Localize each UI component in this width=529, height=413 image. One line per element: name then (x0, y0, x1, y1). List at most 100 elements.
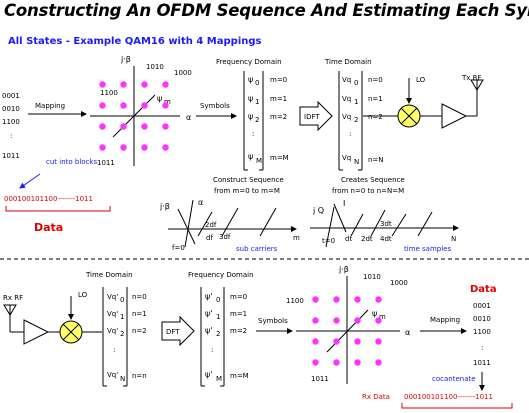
rx-symbols-label: Symbols (258, 317, 288, 325)
constellation-point (162, 102, 169, 109)
rx-data-label: Data (470, 284, 497, 295)
diagram-label: 1100 (286, 297, 304, 305)
diagram-label: Vq (342, 154, 351, 162)
diagram-label: 1100 (473, 328, 491, 336)
tx-const-psi-sub: m (164, 98, 171, 106)
diagram-label: : (349, 130, 351, 138)
tx-time-index: n=0 n=1 n=2 n=N (368, 76, 384, 164)
constellation-point (141, 123, 148, 130)
diagram-label: m=M (270, 154, 289, 162)
rx-freq-bracket-right (220, 287, 225, 387)
diagram-label: m=2 (230, 327, 247, 335)
subcarrier-axis: j·β α f=0 df 2df 3df m sub carriers (159, 198, 300, 253)
tx-bitstream-bracket (5, 206, 111, 212)
diagram-label: m (293, 234, 300, 242)
rx-time-bracket-right (123, 287, 128, 387)
tx-freq-index: m=0 m=1 m=2 m=M (270, 76, 289, 162)
diagram-label: n=1 (132, 310, 147, 318)
construct-caption-1: Construct Sequence (213, 176, 284, 184)
tx-const-label-1010: 1010 (146, 63, 164, 71)
diagram-line (333, 203, 347, 233)
diagram-label: 1011 (311, 375, 329, 383)
diagram-label: ψ (248, 112, 253, 121)
diagram-label: M (216, 375, 222, 383)
dft-block (161, 315, 195, 347)
tx-const-psi: ψ (157, 94, 162, 103)
constellation-point (375, 296, 382, 303)
diagram-label: n=0 (132, 293, 147, 301)
diagram-label: 1000 (390, 279, 408, 287)
rx-freq-bracket-left (200, 287, 205, 387)
constellation-point (333, 317, 340, 324)
diagram-label: ψ' (205, 326, 212, 335)
diagram-line (350, 213, 364, 237)
diagram-label: 4dt (380, 235, 392, 243)
diagram-label: m=0 (230, 293, 247, 301)
diagram-label: j·β (338, 265, 349, 274)
diagram-label: m=1 (230, 310, 247, 318)
diagram-label: α (198, 198, 203, 207)
tx-bit-ellipsis: : (10, 132, 12, 140)
diagram-label: Vq (342, 76, 351, 84)
diagram-title: Constructing An OFDM Sequence And Estima… (4, 1, 529, 20)
diagram-label: 2df (205, 221, 217, 229)
tx-cut-label: cut into blocks (46, 158, 97, 166)
diagram-label: m=M (230, 372, 249, 380)
diagram-label: ψ (248, 94, 253, 103)
rx-time-title: Time Domain (85, 271, 133, 279)
constellation-point (312, 359, 319, 366)
diagram-label: m=2 (270, 113, 287, 121)
constellation-point (375, 359, 382, 366)
diagram-label: : (481, 344, 483, 352)
tx-const-label-1000: 1000 (174, 69, 192, 77)
diagram-label: 0 (216, 296, 220, 304)
diagram-label: n=N (368, 156, 384, 164)
constellation-point (312, 338, 319, 345)
diagram-label: Vq' (107, 371, 118, 379)
diagram-label: N (451, 235, 456, 243)
rx-freq-title: Frequency Domain (188, 271, 254, 279)
constellation-point (354, 317, 361, 324)
constellation-point (375, 338, 382, 345)
rx-constellation: j·β α ψ m 1010 1000 1100 1011 (286, 265, 410, 384)
diagram-label: 1010 (363, 273, 381, 281)
diagram-label: m=1 (270, 95, 287, 103)
diagram-label: n=2 (132, 327, 147, 335)
rx-freq-entries: ψ' 0 ψ' 1 ψ' 2 : ψ' M (205, 292, 222, 383)
diagram-label: : (252, 130, 254, 138)
diagram-label: ψ' (205, 309, 212, 318)
diagram-label: 0001 (473, 302, 491, 310)
diagram-label: dt (345, 235, 352, 243)
rx-const-points (312, 296, 382, 366)
tx-freq-title: Frequency Domain (216, 58, 282, 66)
tx-constellation: j·β α ψ m 1010 1000 1100 1011 (90, 55, 192, 167)
rx-freq-index: m=0 m=1 m=2 m=M (230, 293, 249, 380)
constellation-point (120, 144, 127, 151)
diagram-label: ψ' (205, 370, 212, 379)
tx-amplifier-icon (441, 103, 468, 129)
constellation-point (120, 123, 127, 130)
constellation-point (99, 81, 106, 88)
diagram-label: N (120, 375, 125, 383)
rx-mapping-label: Mapping (430, 316, 460, 324)
diagram-label: : (113, 346, 115, 354)
diagram-label: m (379, 313, 386, 321)
diagram-line (197, 211, 213, 237)
diagram-label: n=0 (368, 76, 383, 84)
diagram-subtitle: All States - Example QAM16 with 4 Mappin… (8, 36, 262, 47)
diagram-label: m=0 (270, 76, 287, 84)
diagram-label: 1011 (473, 359, 491, 367)
diagram-label: n=1 (368, 95, 383, 103)
tx-data-label: Data (34, 221, 63, 234)
diagram-label: ψ (248, 75, 253, 84)
constellation-point (99, 144, 106, 151)
diagram-line (417, 211, 433, 237)
rx-const-vector (326, 309, 369, 353)
tx-bit-list: 0001 0010 1100 : 1011 (2, 92, 20, 160)
constellation-point (354, 338, 361, 345)
diagram-label: Vq' (107, 293, 118, 301)
tx-bitstream: 000100101100-------1011 (4, 195, 93, 203)
diagram-label: f=0 (172, 244, 185, 252)
diagram-line (184, 199, 194, 248)
